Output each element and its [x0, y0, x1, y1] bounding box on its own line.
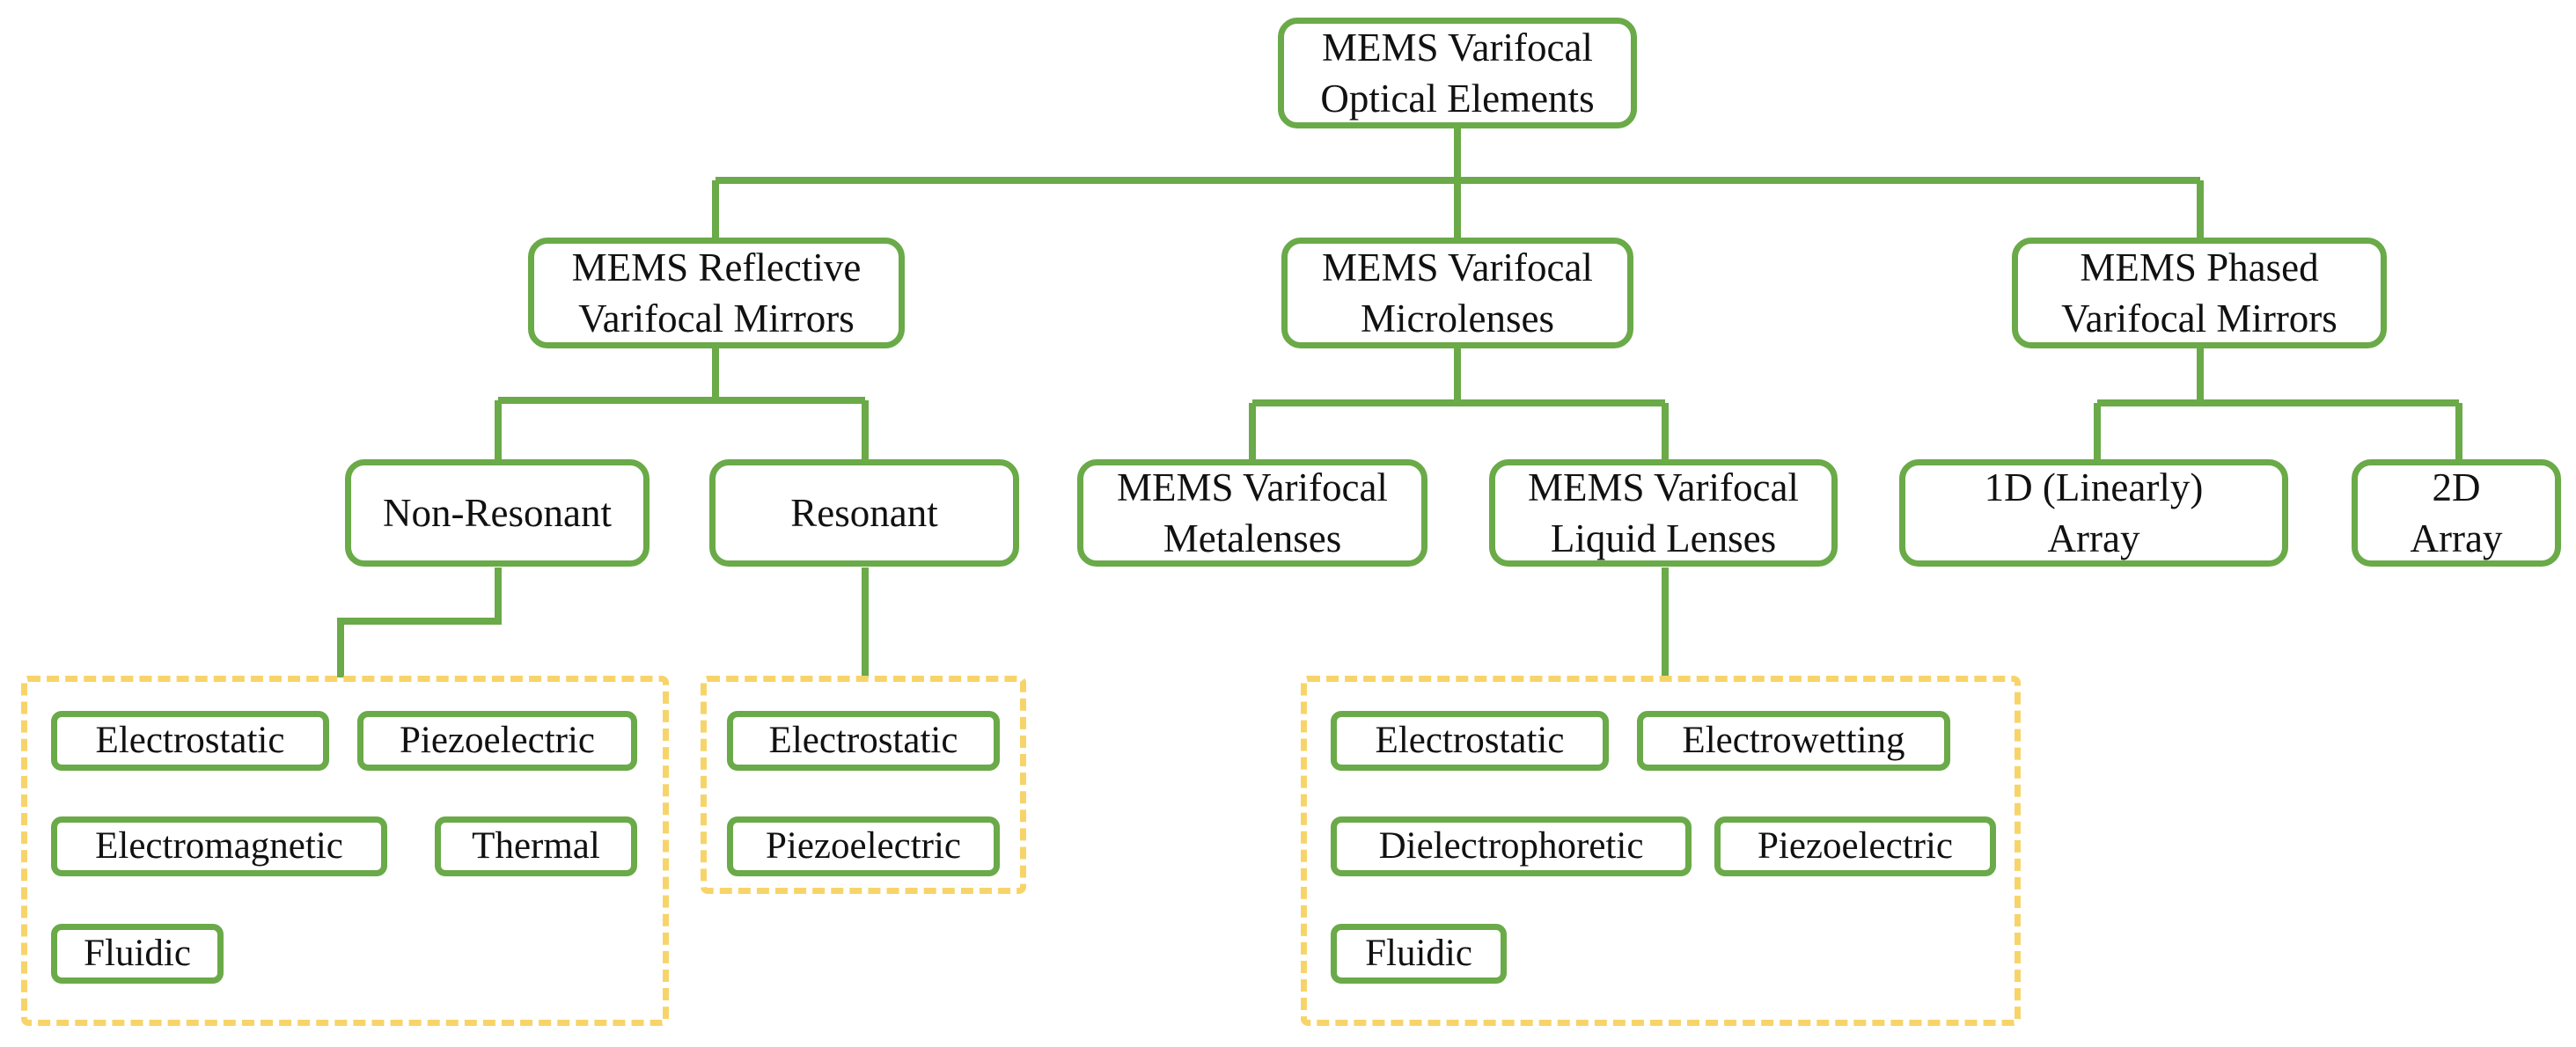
node-reflective-varifocal-mirrors: MEMS Reflective Varifocal Mirrors: [528, 238, 905, 348]
root-node-mems-varifocal-optical-elements: MEMS Varifocal Optical Elements: [1278, 18, 1637, 128]
root-node-label: MEMS Varifocal Optical Elements: [1320, 26, 1595, 121]
group-resonant-actuation: [701, 676, 1026, 894]
connector-root-to-level1: [712, 128, 2204, 239]
chip-label: Thermal: [472, 825, 600, 867]
node-resonant: Resonant: [709, 459, 1019, 567]
node-label: Resonant: [790, 491, 938, 535]
chip-electrostatic: Electrostatic: [727, 711, 1000, 771]
connector-phased-to-arrays: [2094, 346, 2459, 463]
chip-electrostatic: Electrostatic: [1331, 711, 1609, 771]
chip-label: Fluidic: [84, 933, 191, 974]
connector-microlenses-to-types: [1249, 346, 1669, 463]
node-label: Non-Resonant: [383, 491, 612, 535]
chip-label: Fluidic: [1365, 933, 1472, 974]
chip-thermal: Thermal: [435, 816, 637, 876]
node-label: MEMS Varifocal Liquid Lenses: [1528, 465, 1799, 560]
node-phased-varifocal-mirrors: MEMS Phased Varifocal Mirrors: [2012, 238, 2387, 348]
node-varifocal-microlenses: MEMS Varifocal Microlenses: [1281, 238, 1633, 348]
chip-electromagnetic: Electromagnetic: [51, 816, 387, 876]
node-label: MEMS Reflective Varifocal Mirrors: [571, 245, 862, 340]
chip-electrostatic: Electrostatic: [51, 711, 329, 771]
node-label: MEMS Varifocal Microlenses: [1322, 245, 1593, 340]
group-liquid-lens-actuation: [1301, 676, 2021, 1026]
chip-label: Electrostatic: [768, 720, 958, 761]
connector-reflective-to-modes: [495, 346, 869, 463]
chip-fluidic: Fluidic: [51, 924, 224, 984]
node-label: 2D Array: [2410, 465, 2503, 560]
chip-electrowetting: Electrowetting: [1637, 711, 1950, 771]
group-non-resonant-actuation: [21, 676, 669, 1026]
chip-label: Piezoelectric: [1757, 825, 1954, 867]
node-varifocal-metalenses: MEMS Varifocal Metalenses: [1077, 459, 1427, 567]
node-2d-array: 2D Array: [2352, 459, 2561, 567]
node-label: MEMS Varifocal Metalenses: [1117, 465, 1388, 560]
node-1d-linearly-array: 1D (Linearly) Array: [1899, 459, 2288, 567]
chip-label: Dielectrophoretic: [1378, 825, 1644, 867]
chip-label: Piezoelectric: [765, 825, 962, 867]
chip-label: Electrostatic: [95, 720, 285, 761]
chip-label: Electromagnetic: [95, 825, 343, 867]
chip-label: Piezoelectric: [399, 720, 596, 761]
chip-piezoelectric: Piezoelectric: [357, 711, 637, 771]
chip-label: Electrowetting: [1682, 720, 1905, 761]
chip-dielectrophoretic: Dielectrophoretic: [1331, 816, 1692, 876]
node-varifocal-liquid-lenses: MEMS Varifocal Liquid Lenses: [1489, 459, 1838, 567]
node-label: 1D (Linearly) Array: [1984, 465, 2204, 560]
chip-fluidic: Fluidic: [1331, 924, 1507, 984]
connector-nonresonant-to-group: [337, 567, 502, 677]
chip-label: Electrostatic: [1375, 720, 1565, 761]
chip-piezoelectric: Piezoelectric: [727, 816, 1000, 876]
chip-piezoelectric: Piezoelectric: [1714, 816, 1996, 876]
node-label: MEMS Phased Varifocal Mirrors: [2061, 245, 2337, 340]
node-non-resonant: Non-Resonant: [345, 459, 650, 567]
